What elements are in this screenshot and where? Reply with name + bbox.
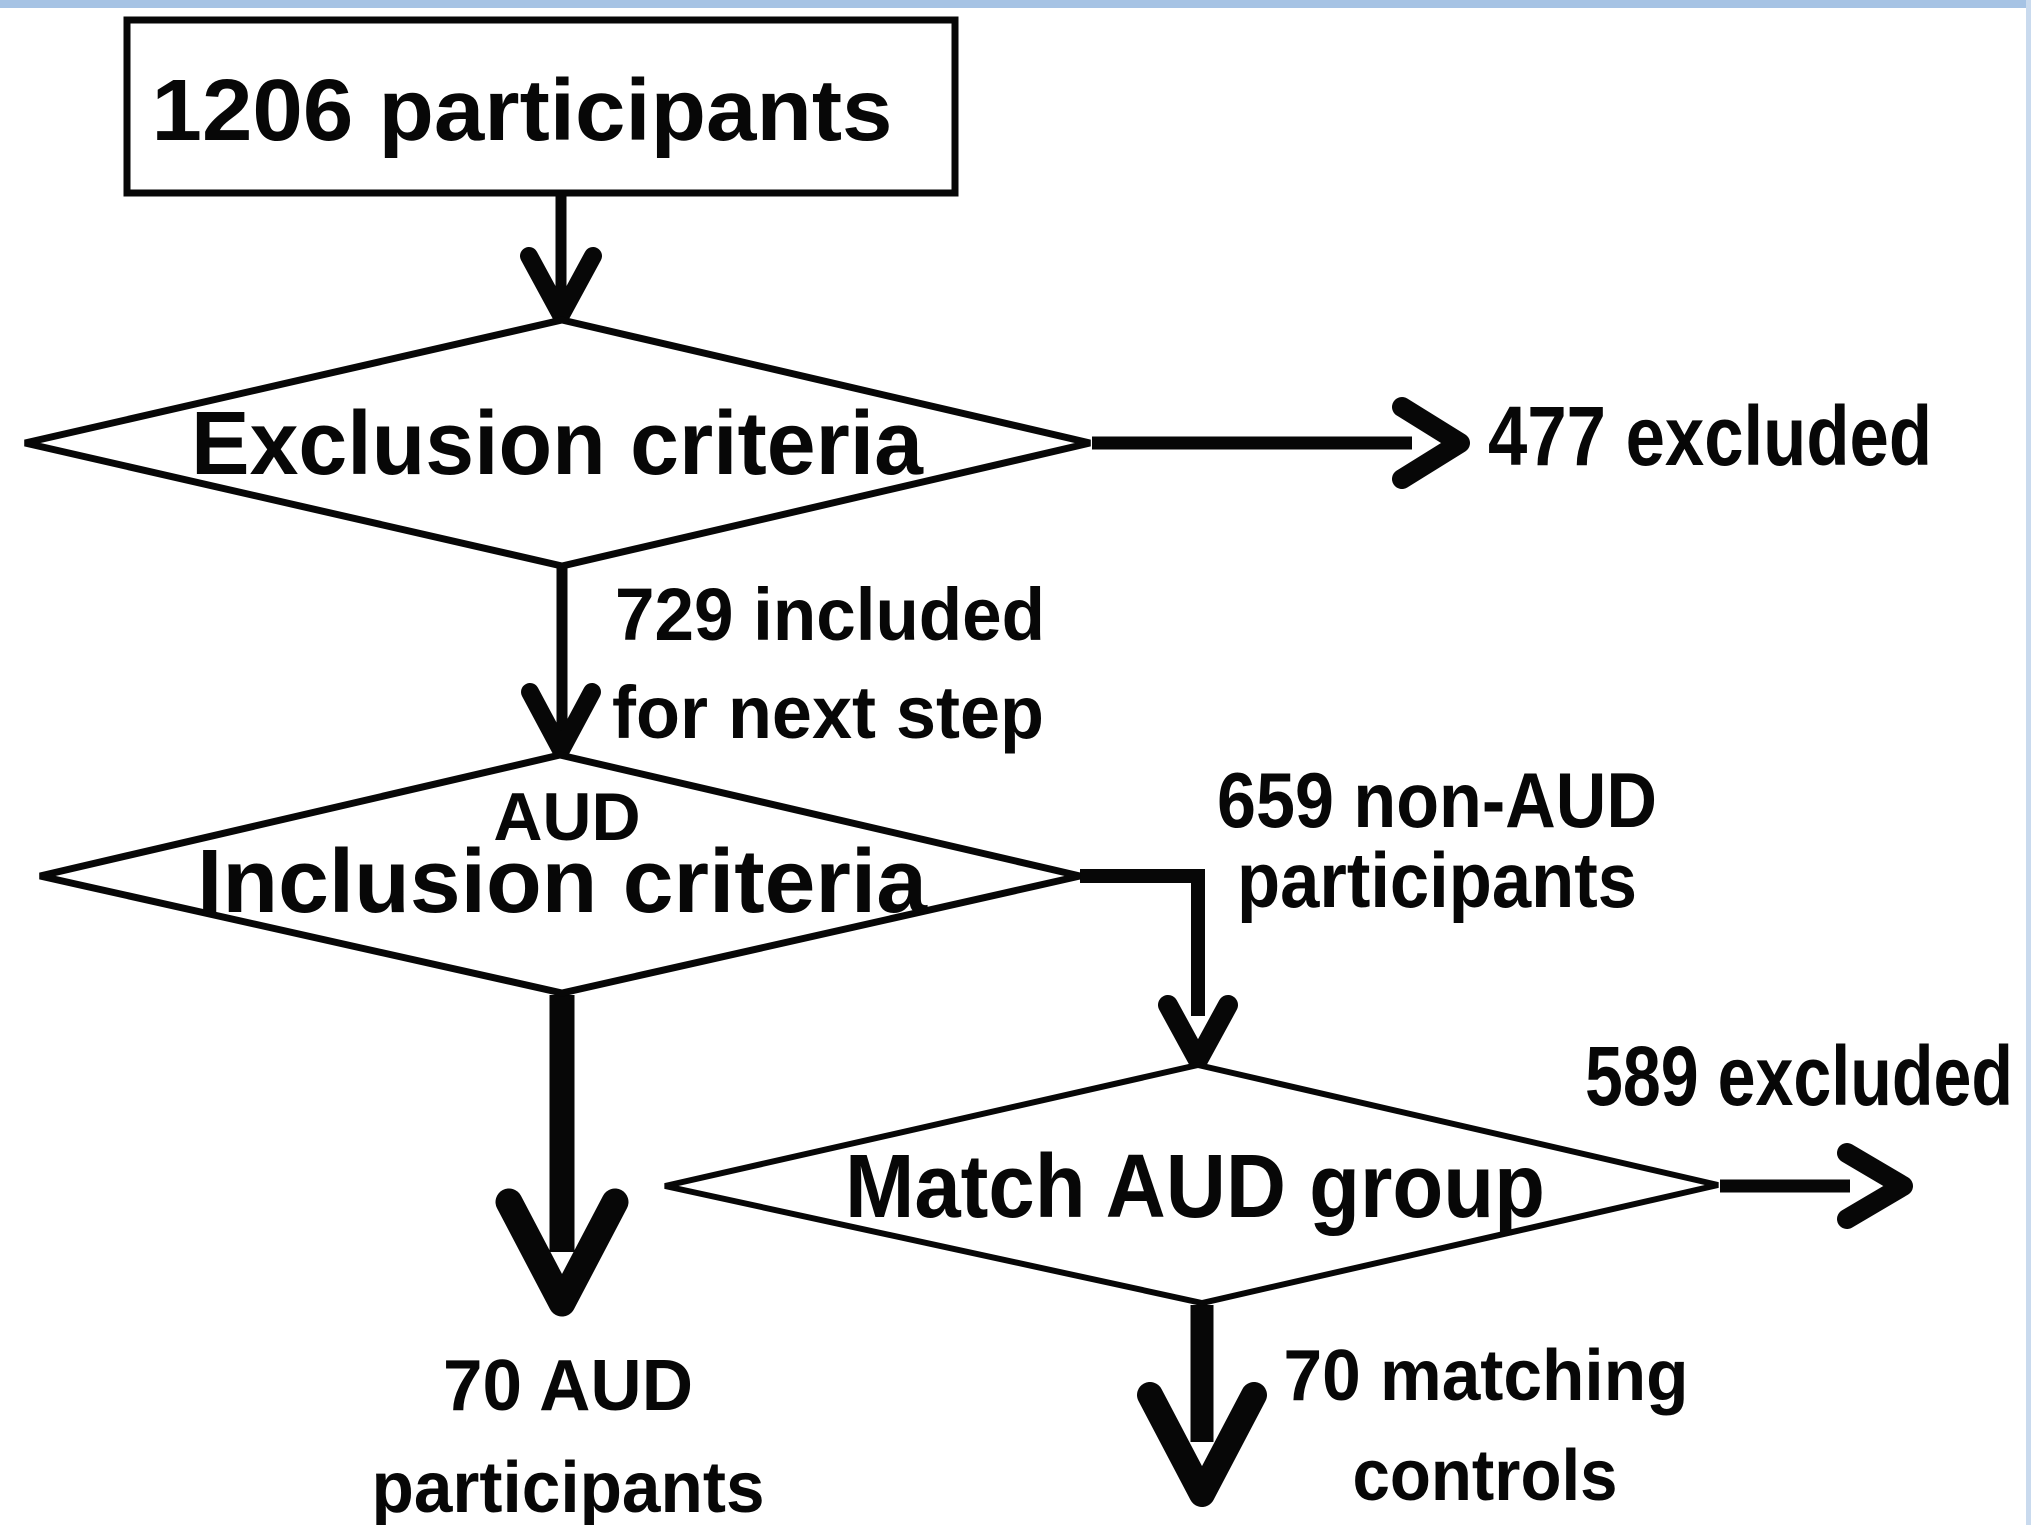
arrowhead-exclusion-to-inclusion [521,683,601,759]
arrowhead-inclusion-to-70aud [495,1188,629,1317]
non-aud-659-label-line1: 659 non-AUD [1217,756,1657,844]
start-box-label: 1206 participants [152,62,893,159]
arrowhead-match-to-589 [1837,1143,1913,1229]
included-729-label-line2: for next step [612,671,1044,754]
inclusion-criteria-diamond [39,751,1081,997]
matching-70-label-line2: controls [1353,1436,1618,1516]
top-accent-border [0,0,2031,8]
excluded-477-label: 477 excluded [1488,389,1932,483]
inclusion-criteria-label-line2: Inclusion criteria [197,832,928,932]
start-box [123,16,959,197]
exclusion-criteria-label: Exclusion criteria [191,394,924,494]
aud-70-label-line1: 70 AUD [443,1346,693,1426]
inclusion-criteria-label-line1: AUD [493,779,640,855]
included-729-label-line1: 729 included [615,573,1045,656]
arrowhead-match-to-controls [1137,1382,1267,1507]
arrowhead-box-to-exclusion [520,247,602,324]
arrowhead-exclusion-to-477 [1392,397,1470,489]
aud-70-label-line2: participants [372,1448,765,1525]
non-aud-659-label-line2: participants [1237,836,1637,924]
right-accent-border [2026,0,2031,1525]
excluded-589-label: 589 excluded [1585,1029,2013,1123]
match-aud-group-diamond [664,1061,1719,1307]
exclusion-criteria-diamond [24,316,1091,570]
matching-70-label-line1: 70 matching [1284,1336,1689,1416]
connector-inclusion-to-match [1080,869,1205,1016]
match-aud-group-label: Match AUD group [845,1137,1545,1237]
arrowhead-inclusion-to-match [1158,995,1238,1070]
